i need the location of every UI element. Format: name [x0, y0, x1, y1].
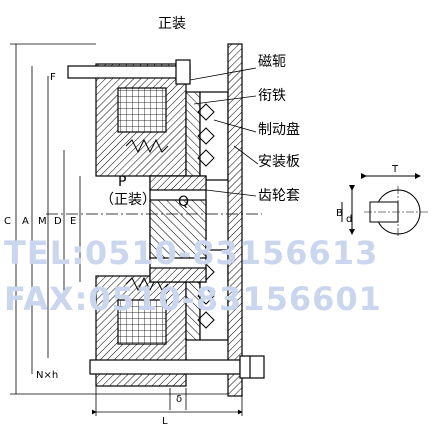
- dim-d-small: d: [346, 214, 352, 225]
- dimension-lines: [10, 43, 243, 416]
- label-q: Q: [178, 194, 189, 210]
- shaft-key-view: [341, 173, 430, 238]
- dim-b: B: [336, 208, 343, 219]
- watermark-tel: TEL:0510-83156613: [4, 234, 378, 272]
- bolt-top: [67, 65, 191, 79]
- dim-t: T: [391, 164, 399, 175]
- label-gear-hub: 齿轮套: [258, 188, 300, 204]
- dim-f: F: [50, 72, 56, 83]
- label-brake-disc: 制动盘: [258, 121, 300, 138]
- watermark-fax: FAX:0510-83156601: [4, 280, 382, 318]
- dim-delta: δ: [176, 394, 182, 405]
- label-p-note: （正装）: [100, 192, 156, 208]
- coil-top: [117, 87, 167, 133]
- spring-top: [125, 138, 169, 154]
- label-mounting-plate: 安装板: [258, 154, 300, 170]
- label-armature: 衔铁: [258, 88, 286, 104]
- mounting-plate: [227, 43, 243, 397]
- dim-a: A: [22, 216, 29, 227]
- dim-e: E: [70, 216, 76, 227]
- spring-bottom: [125, 276, 169, 292]
- leader-lines: [189, 67, 259, 197]
- bolt-bottom: [89, 359, 241, 375]
- label-p: P: [118, 174, 126, 190]
- cross-section: [46, 43, 265, 397]
- label-yoke: 磁轭: [258, 54, 286, 70]
- coil-bottom: [117, 299, 167, 345]
- dim-d-big: D: [54, 216, 62, 227]
- shaft-bore: [149, 199, 207, 259]
- dim-m: M: [38, 216, 47, 227]
- view-title: 正装: [158, 16, 186, 32]
- dim-l: L: [162, 416, 168, 427]
- brake-disc-bottom: [199, 249, 229, 341]
- dim-nxh: N×h: [36, 370, 58, 381]
- dim-c: C: [4, 216, 11, 227]
